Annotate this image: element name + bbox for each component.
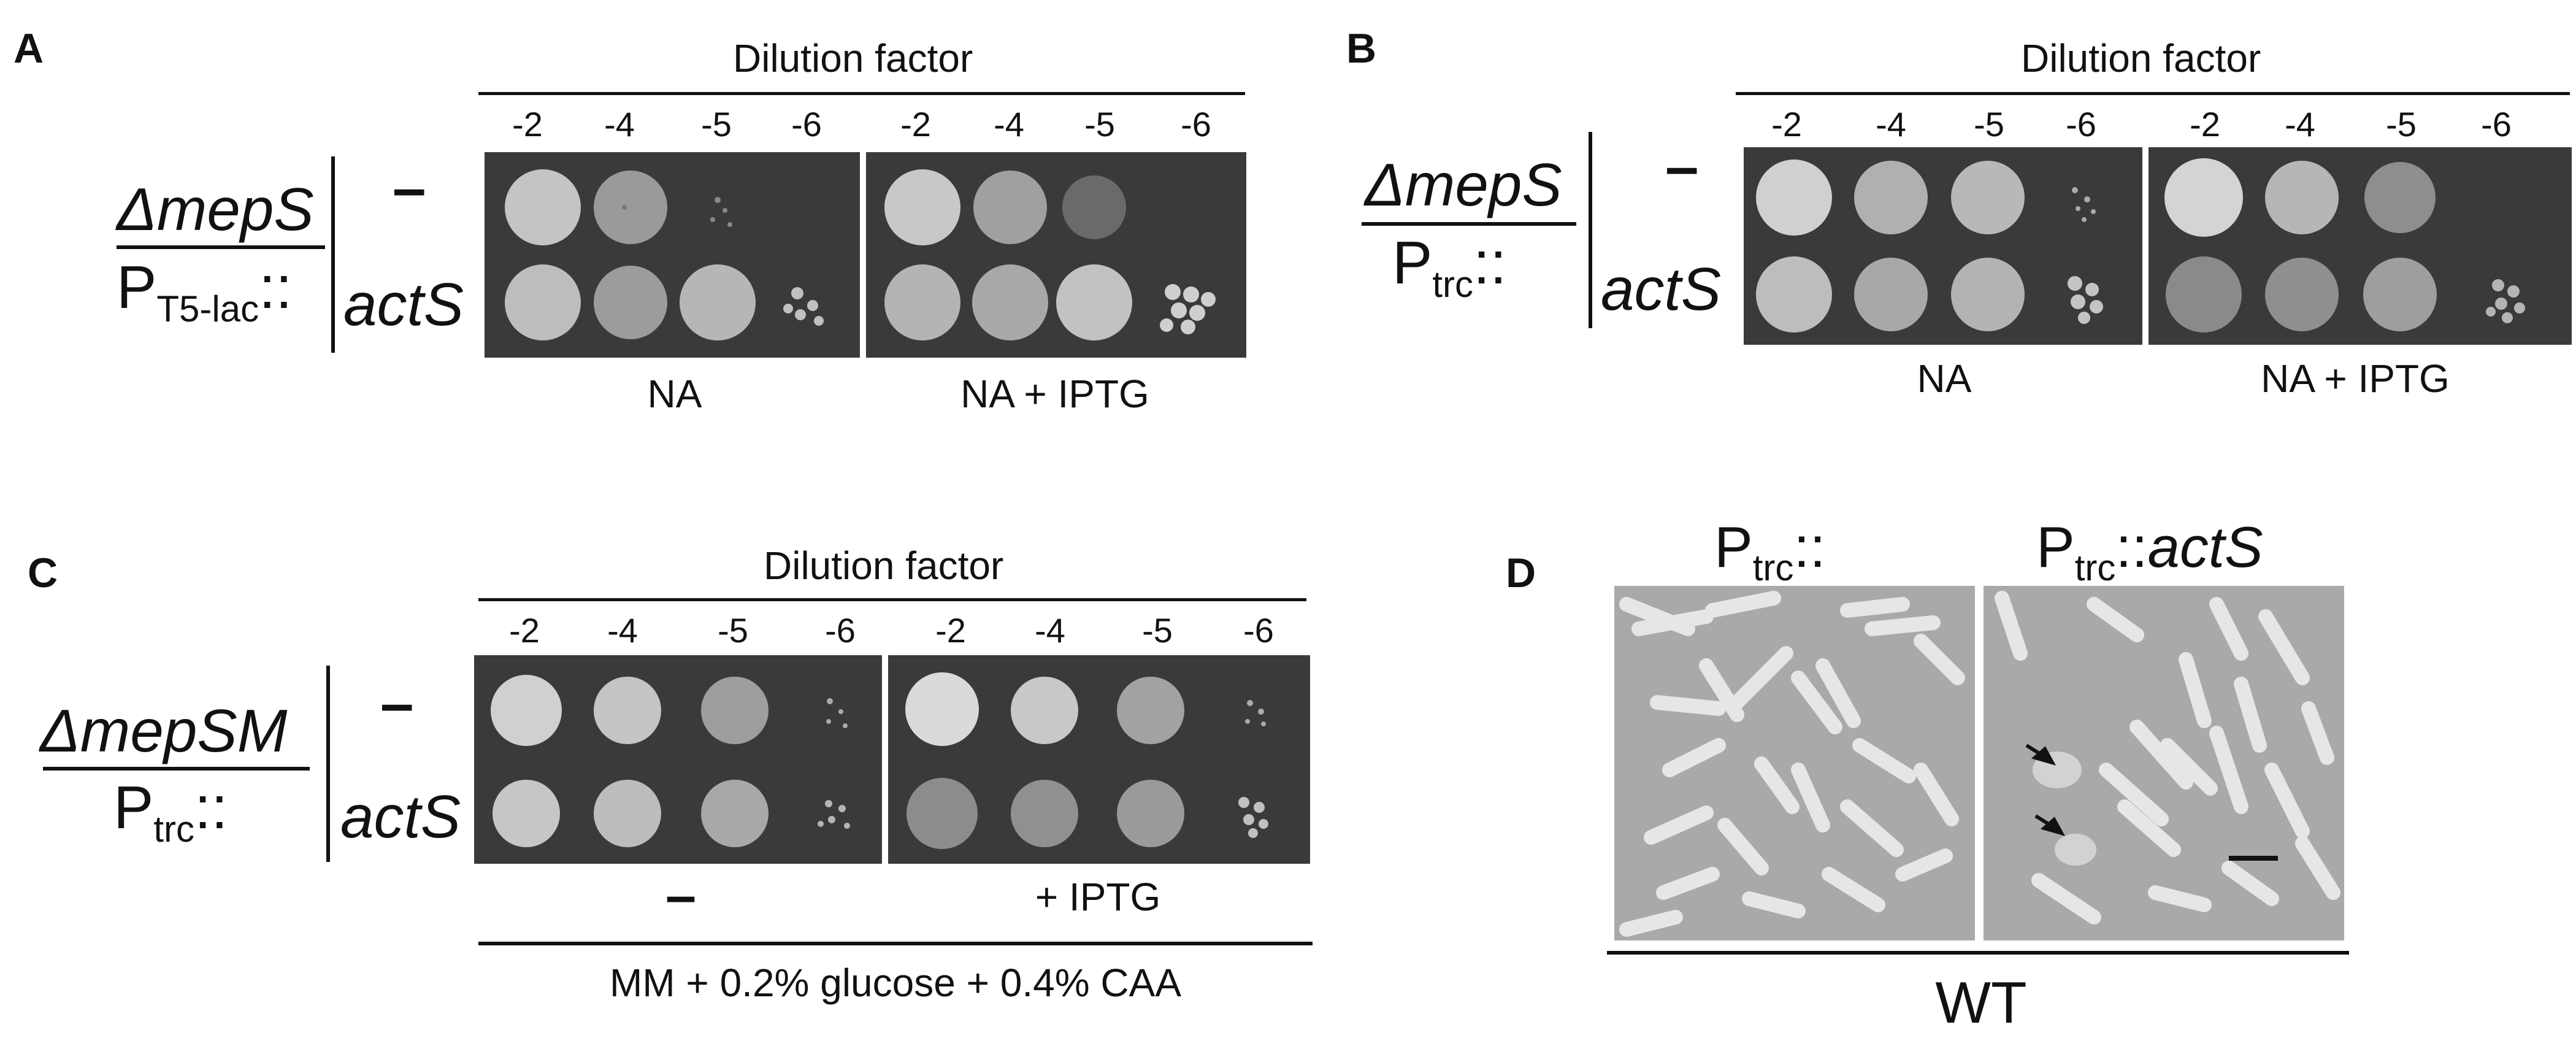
panel-b-fraction-bar: [1362, 222, 1576, 226]
panel-c-medium-rule: [478, 942, 1313, 945]
panel-b-row-bracket: [1589, 132, 1592, 328]
panel-label-a: A: [13, 25, 44, 72]
panel-c-dilution: -6: [1243, 611, 1274, 650]
panel-c-strain-bottom: Ptrc::: [113, 773, 228, 850]
panel-c-dilution: -5: [718, 611, 748, 650]
panel-b-fusion-mark: ::: [1473, 229, 1507, 296]
panel-b-dilution: -6: [2481, 105, 2512, 144]
panel-d-vector-promoter: P: [1714, 515, 1753, 579]
panel-b-strain-bottom: Ptrc::: [1392, 228, 1507, 306]
panel-d-label-vector: Ptrc::: [1714, 514, 1826, 589]
panel-b-dilution: -4: [1876, 105, 1906, 144]
panel-d-label-acts: Ptrc::actS: [2036, 514, 2263, 589]
panel-d-micrograph-acts: [1984, 586, 2344, 940]
panel-c-dilution: -5: [1142, 611, 1173, 650]
panel-b-dilution: -2: [1771, 105, 1802, 144]
panel-b-row-empty-vector: –: [1665, 133, 1699, 200]
panel-label-d: D: [1506, 550, 1536, 596]
panel-b-dilution: -4: [2285, 105, 2315, 144]
panel-a-strain-bottom: PT5-lac::: [117, 253, 293, 330]
panel-a-dilution: -2: [512, 105, 543, 144]
panel-a-row-empty-vector: –: [393, 154, 426, 221]
panel-d-acts-fusion-mark: ::: [2115, 515, 2148, 579]
panel-b-strain-top: ΔmepS: [1365, 151, 1562, 218]
panel-c-strain-top: ΔmepSM: [40, 697, 288, 764]
panel-c-plate-right: [888, 655, 1310, 864]
panel-a-dilution: -4: [604, 105, 635, 144]
panel-c-dilution: -4: [1035, 611, 1065, 650]
panel-a-plate-left: [485, 152, 860, 358]
panel-c-row-acts: actS: [340, 783, 461, 850]
panel-a-row-acts: actS: [343, 271, 464, 338]
panel-a-dilution: -6: [1181, 105, 1211, 144]
panel-a-fraction-bar: [117, 245, 325, 249]
panel-c-condition-iptg: + IPTG: [1035, 875, 1161, 919]
panel-c-fraction-bar: [43, 767, 310, 771]
panel-c-plate-left: [474, 655, 882, 864]
panel-b-dilution: -6: [2066, 105, 2096, 144]
panel-b-promoter-sub: trc: [1432, 264, 1474, 305]
panel-a-row-bracket: [331, 156, 335, 353]
panel-a-dilution: -5: [701, 105, 732, 144]
panel-a-condition-na: NA: [647, 372, 702, 416]
panel-b-dilution: -5: [1974, 105, 2004, 144]
panel-c-dilution: -2: [935, 611, 966, 650]
panel-d-vector-promoter-sub: trc: [1752, 547, 1794, 588]
panel-d-acts-gene: actS: [2147, 515, 2263, 579]
panel-b-header: Dilution factor: [2021, 36, 2261, 80]
panel-a-condition-na-iptg: NA + IPTG: [960, 372, 1149, 416]
panel-a-promoter: P: [117, 253, 157, 321]
panel-a-promoter-sub: T5-lac: [156, 288, 259, 329]
panel-a-header-rule: [478, 92, 1245, 95]
panel-b-condition-na-iptg: NA + IPTG: [2261, 356, 2450, 401]
panel-a-dilution: -2: [900, 105, 931, 144]
panel-c-fusion-mark: ::: [194, 774, 228, 841]
panel-a-strain-top: ΔmepS: [117, 175, 314, 243]
panel-a-dilution: -4: [994, 105, 1024, 144]
panel-d-strain-wt: WT: [1935, 970, 2027, 1036]
panel-c-dilution: -4: [607, 611, 638, 650]
panel-a-plate-right: [866, 152, 1246, 358]
panel-c-promoter-sub: trc: [153, 809, 195, 850]
panel-d-acts-promoter-sub: trc: [2074, 547, 2116, 588]
panel-a-dilution: -5: [1084, 105, 1115, 144]
panel-b-dilution: -2: [2190, 105, 2220, 144]
panel-a-fusion-mark: ::: [259, 253, 293, 321]
panel-c-row-bracket: [326, 666, 330, 862]
panel-c-condition-none: –: [665, 865, 697, 926]
panel-b-plate-right: [2149, 147, 2572, 345]
panel-c-header: Dilution factor: [764, 544, 1004, 588]
panel-label-c: C: [28, 550, 58, 596]
panel-b-plate-left: [1744, 147, 2142, 345]
panel-b-row-acts: actS: [1601, 255, 1722, 323]
panel-d-acts-promoter: P: [2036, 515, 2075, 579]
panel-label-b: B: [1346, 25, 1377, 72]
panel-c-medium: MM + 0.2% glucose + 0.4% CAA: [610, 961, 1181, 1005]
panel-c-dilution: -2: [509, 611, 540, 650]
panel-b-dilution: -5: [2386, 105, 2417, 144]
panel-c-dilution: -6: [825, 611, 856, 650]
panel-d-vector-fusion-mark: ::: [1793, 515, 1826, 579]
panel-d-micrograph-vector: [1614, 586, 1975, 940]
panel-d-strain-rule: [1607, 951, 2349, 955]
panel-c-promoter: P: [113, 774, 154, 841]
panel-c-header-rule: [478, 598, 1306, 601]
panel-b-header-rule: [1736, 92, 2570, 95]
panel-c-row-empty-vector: –: [380, 669, 414, 737]
panel-a-header: Dilution factor: [733, 36, 973, 80]
panel-b-condition-na: NA: [1917, 356, 1972, 401]
panel-b-promoter: P: [1392, 229, 1433, 296]
panel-a-dilution: -6: [791, 105, 822, 144]
